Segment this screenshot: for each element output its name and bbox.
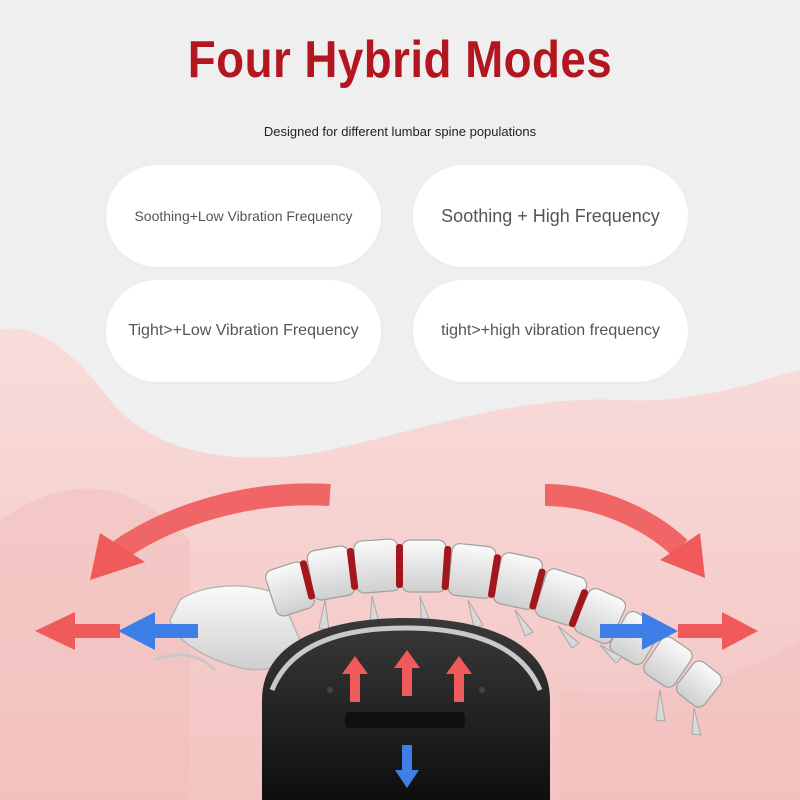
arrow-up-icon bbox=[342, 650, 472, 702]
mode-label: Tight>+Low Vibration Frequency bbox=[128, 322, 359, 339]
curved-arrow-right-icon bbox=[544, 484, 705, 578]
page-subtitle: Designed for different lumbar spine popu… bbox=[263, 124, 537, 139]
mode-pill-tight-high: tight>+high vibration frequency bbox=[413, 280, 688, 382]
mode-pill-soothing-high: Soothing + High Frequency bbox=[413, 165, 688, 267]
massage-device bbox=[262, 618, 550, 800]
mode-pill-tight-low: Tight>+Low Vibration Frequency bbox=[106, 280, 381, 382]
mode-label: Soothing + High Frequency bbox=[441, 205, 660, 226]
lumbar-illustration bbox=[0, 328, 800, 800]
spinal-discs bbox=[299, 544, 589, 628]
mode-label: Soothing+Low Vibration Frequency bbox=[134, 208, 353, 224]
curved-arrow-left-icon bbox=[90, 483, 331, 580]
arrow-right-icon bbox=[600, 612, 758, 650]
arrow-down-icon bbox=[395, 745, 419, 788]
page-title: Four Hybrid Modes bbox=[187, 31, 613, 89]
mode-pill-soothing-low: Soothing+Low Vibration Frequency bbox=[106, 165, 381, 267]
mode-label: tight>+high vibration frequency bbox=[441, 322, 660, 339]
arrow-left-icon bbox=[35, 612, 198, 650]
